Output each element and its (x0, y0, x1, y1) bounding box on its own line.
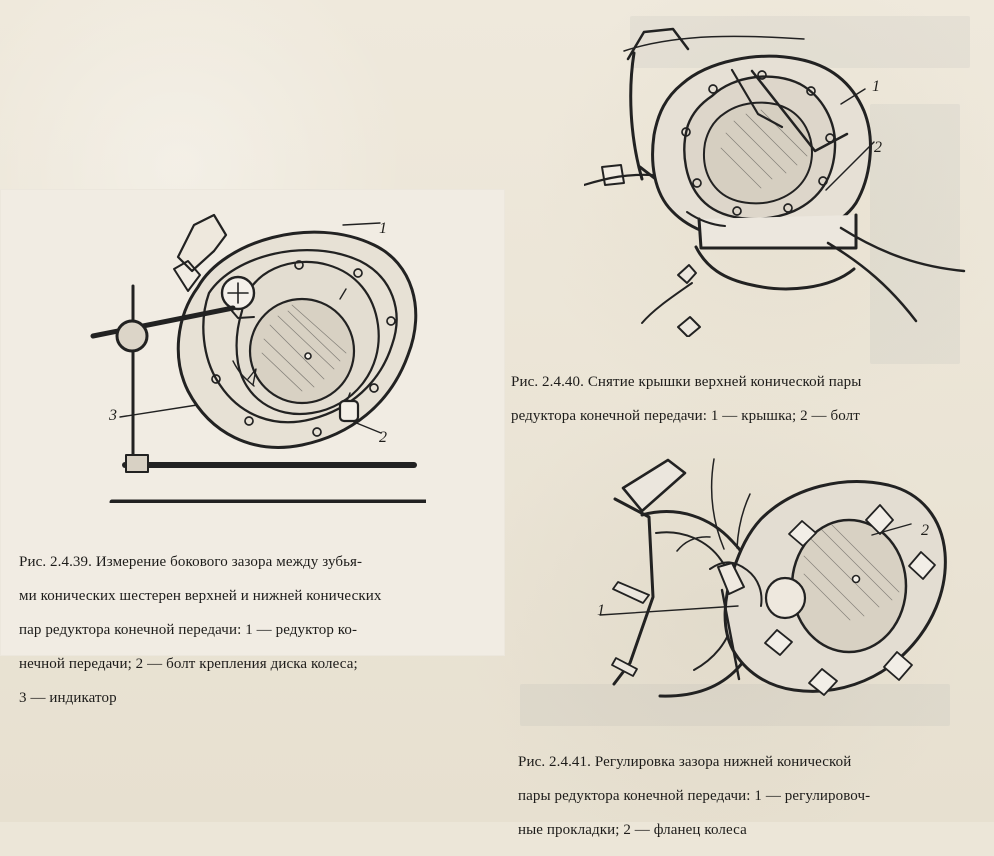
figure-2-4-39-callout-1: 1 (379, 220, 387, 237)
figure-2-4-39-callout-3: 3 (109, 407, 117, 424)
figure-2-4-41-drawing (599, 458, 947, 698)
figure-2-4-39-caption-line-4: нечной передачи; 2 — болт крепления диск… (19, 656, 358, 672)
figure-2-4-40-caption: Рис. 2.4.40. Снятие крышки верхней конич… (511, 357, 986, 442)
figure-2-4-41-caption-line-2: пары редуктора конечной передачи: 1 — ре… (518, 788, 871, 804)
figure-2-4-41-callout-1: 1 (597, 602, 605, 619)
figure-2-4-39-caption-line-5: 3 — индикатор (19, 690, 117, 706)
figure-2-4-39-caption-line-2: ми конических шестерен верхней и нижней … (19, 588, 382, 604)
figure-2-4-41-caption: Рис. 2.4.41. Регулировка зазора нижней к… (518, 737, 975, 856)
figure-2-4-40-drawing (584, 27, 966, 337)
figure-2-4-39-drawing (90, 213, 426, 503)
figure-2-4-41-callout-2: 2 (921, 522, 929, 539)
figure-2-4-39-caption: Рис. 2.4.39. Измерение бокового зазора м… (19, 537, 491, 724)
figure-2-4-41-caption-line-3: ные прокладки; 2 — фланец колеса (518, 822, 747, 838)
figure-2-4-40-callout-2: 2 (874, 139, 882, 156)
figure-2-4-41-caption-line-1: Рис. 2.4.41. Регулировка зазора нижней к… (518, 754, 852, 770)
figure-2-4-40 (584, 17, 991, 337)
figure-2-4-40-callout-1: 1 (872, 78, 880, 95)
figure-2-4-39-callout-2: 2 (379, 429, 387, 446)
background-bleed-bottom-right (520, 684, 950, 726)
figure-2-4-39 (88, 203, 426, 503)
figure-2-4-39-caption-line-3: пар редуктора конечной передачи: 1 — ред… (19, 622, 358, 638)
figure-2-4-40-caption-line-2: редуктора конечной передачи: 1 — крышка;… (511, 408, 860, 424)
figure-2-4-40-caption-line-1: Рис. 2.4.40. Снятие крышки верхней конич… (511, 374, 862, 390)
figure-2-4-39-caption-line-1: Рис. 2.4.39. Измерение бокового зазора м… (19, 554, 363, 570)
figure-2-4-41 (592, 433, 950, 727)
